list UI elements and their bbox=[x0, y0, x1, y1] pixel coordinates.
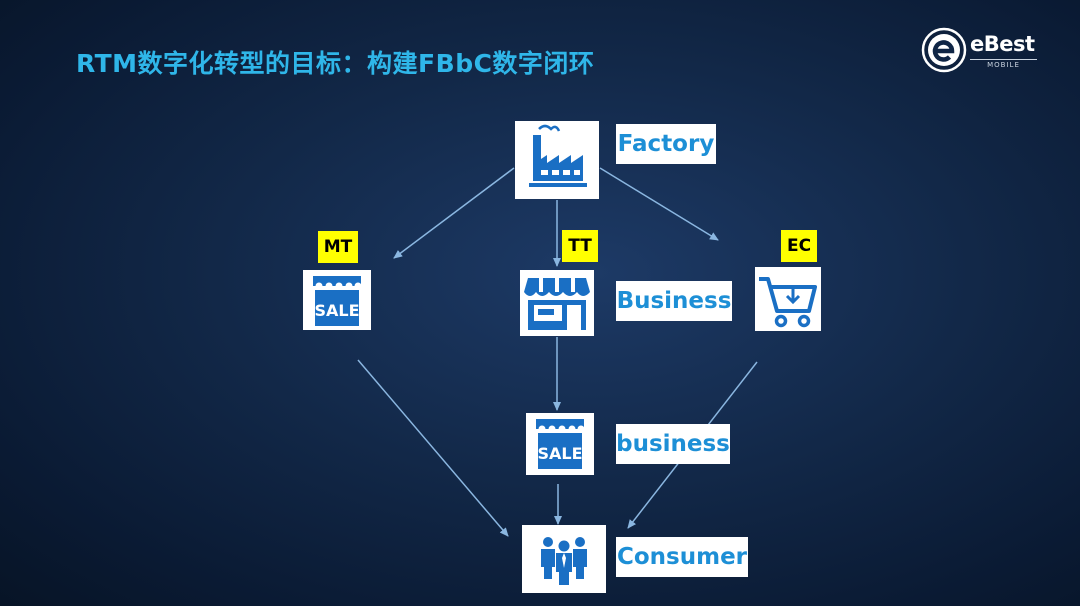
mt-store-node: SALE bbox=[303, 270, 371, 330]
sale-store-icon: SALE bbox=[536, 419, 585, 469]
arrow-mt-to-consumer bbox=[357, 359, 509, 537]
tag-mt: MT bbox=[318, 231, 358, 263]
tag-ec: EC bbox=[781, 230, 817, 262]
factory-icon bbox=[529, 124, 587, 187]
arrow-factory-to-mt bbox=[393, 167, 515, 259]
ebest-logo: eBest MOBILE bbox=[920, 26, 1045, 76]
ec-cart-node bbox=[755, 267, 821, 331]
storefront-icon bbox=[524, 278, 590, 330]
factory-node bbox=[515, 121, 599, 199]
arrow-factory-to-ec bbox=[599, 167, 719, 241]
shopping-cart-download-icon bbox=[759, 277, 817, 328]
small-business-node: SALE bbox=[526, 413, 594, 475]
business-node bbox=[520, 270, 594, 336]
logo-subtitle: MOBILE bbox=[970, 59, 1037, 69]
ebest-logo-icon bbox=[921, 27, 967, 73]
logo-brand: eBest bbox=[970, 32, 1035, 56]
slide-title: RTM数字化转型的目标：构建FBbC数字闭环 bbox=[76, 49, 595, 78]
people-group-icon bbox=[541, 537, 587, 585]
svg-text:SALE: SALE bbox=[537, 444, 582, 463]
svg-text:SALE: SALE bbox=[314, 301, 359, 320]
factory-label: Factory bbox=[616, 124, 716, 164]
business-label: Business bbox=[616, 281, 732, 321]
sale-store-icon: SALE bbox=[313, 276, 362, 326]
consumer-label: Consumer bbox=[616, 537, 748, 577]
small-business-label: business bbox=[616, 424, 730, 464]
tag-tt: TT bbox=[562, 230, 598, 262]
consumer-node bbox=[522, 525, 606, 593]
